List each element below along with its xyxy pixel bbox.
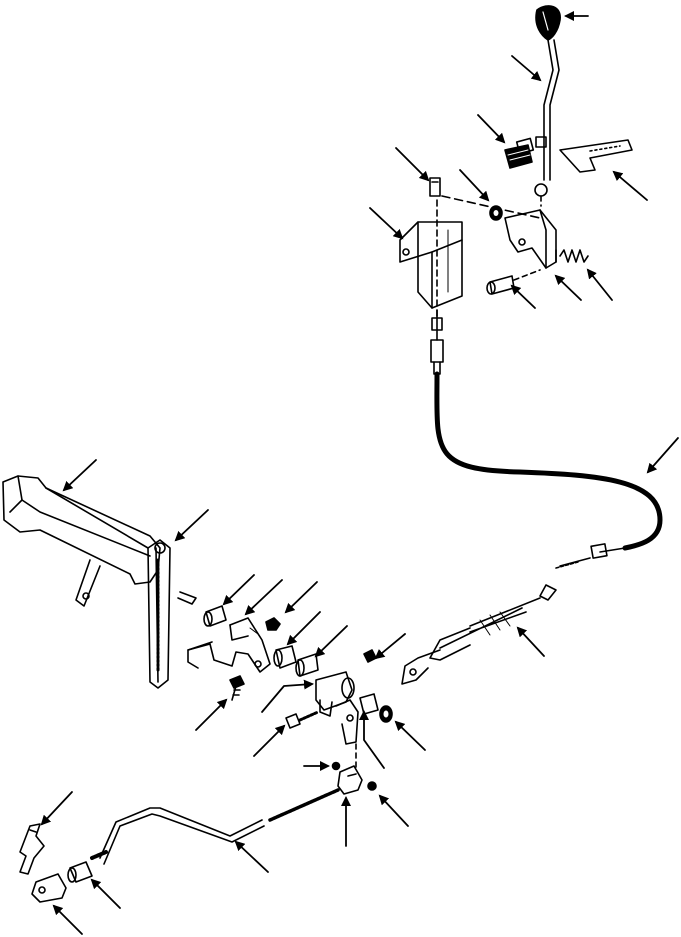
cable-end [19,823,45,875]
callout-arrow [314,625,348,658]
callout-arrow [378,794,409,827]
callout-arrow [516,626,545,657]
callout-arrow [234,840,269,873]
pedal-frame [2,475,197,607]
callout-arrow [261,679,314,713]
callout-arrow [459,169,490,202]
callout-arrow [284,581,318,614]
clevis-pin [486,269,541,295]
callout-arrow [222,574,255,606]
callout-arrow [359,710,385,769]
pivot-block [315,671,359,771]
callout-arrow [510,284,536,309]
callout-arrow [586,268,613,301]
callout-arrow [40,791,73,826]
detent-plate [559,139,633,173]
bushing [203,605,227,627]
washer-2 [359,693,393,723]
callout-arrow [477,114,506,144]
clevis [331,761,377,795]
bushing-2 [273,645,319,677]
control-cable [401,339,663,685]
bellcrank [187,617,271,673]
yoke [31,861,93,903]
callout-arrow [195,698,228,731]
callout-arrow [374,633,406,660]
callout-arrow [369,207,404,240]
pivot-bracket [504,209,557,269]
cotter-pin [429,177,441,321]
callout-arrow [253,724,286,757]
callout-arrow [90,878,121,909]
mounting-bracket [399,221,463,341]
callout-arrow [174,509,209,542]
callout-arrows [40,11,679,935]
callout-arrow [62,459,97,492]
callout-arrow [395,147,430,182]
link-rod [90,807,265,865]
shift-lever [534,39,560,207]
shift-knob [535,5,561,41]
callout-arrow [646,437,679,474]
spring [555,249,589,263]
callout-arrow [554,274,582,301]
rod-end [268,788,340,822]
nut [265,617,281,631]
pedal-arm [147,539,171,689]
callout-arrow [52,904,83,935]
callout-arrow [612,170,648,201]
shaft-bushing [504,137,535,169]
callout-arrow [511,55,542,82]
bolt [285,649,377,729]
washer [441,195,541,221]
callout-arrow [286,611,321,646]
screw [229,675,245,701]
callout-arrow [244,579,283,616]
callout-arrow [394,720,426,751]
